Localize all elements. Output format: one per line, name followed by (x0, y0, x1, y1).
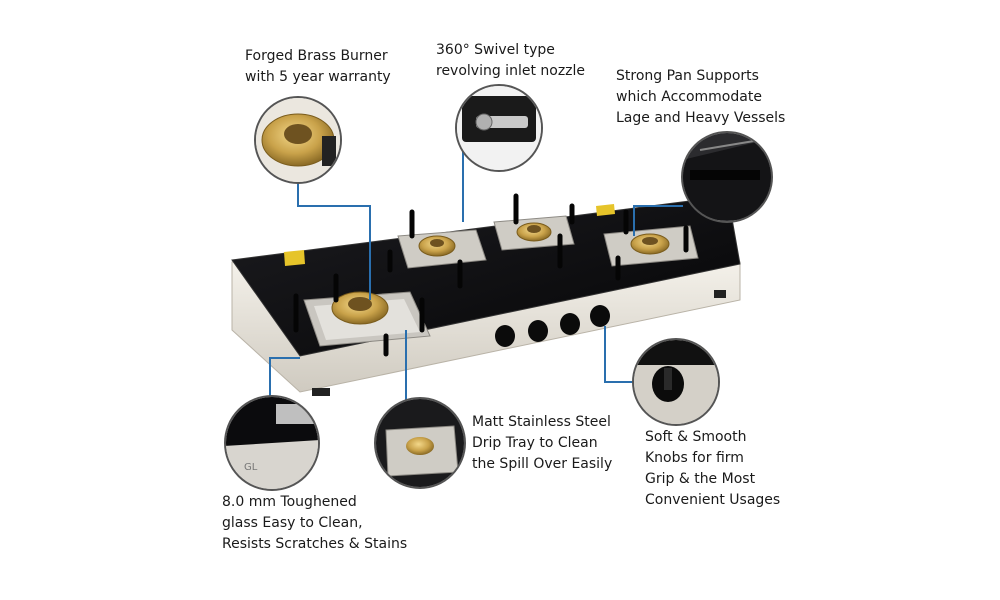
drip-tray-feature-label: Matt Stainless Steel Drip Tray to Clean … (472, 412, 612, 475)
drip-tray-icon (374, 397, 466, 489)
knob-4 (590, 305, 610, 327)
glass-label-line-3: Resists Scratches & Stains (222, 536, 408, 552)
pan-support-icon (681, 131, 773, 223)
knobs-label-line-3: Grip & the Most (645, 471, 756, 487)
burner-label-line-1: Forged Brass Burner (245, 48, 388, 64)
glass-label-line-1: 8.0 mm Toughened (222, 494, 357, 510)
knob-icon (632, 338, 720, 426)
knobs-feature-label: Soft & Smooth Knobs for firm Grip & the … (645, 427, 780, 511)
pan-label-line-2: which Accommodate (616, 89, 762, 105)
knob-1 (495, 325, 515, 347)
pan-supports (293, 193, 689, 357)
nozzle-label-line-1: 360° Swivel type (436, 42, 555, 58)
glass-label-line-2: glass Easy to Clean, (222, 515, 363, 531)
swivel-nozzle-icon (455, 84, 543, 172)
callout-lines (269, 144, 683, 400)
brass-burner-icon (254, 96, 342, 184)
svg-text:GL: GL (244, 462, 258, 473)
knobs-label-line-2: Knobs for firm (645, 450, 744, 466)
rear-right-burner (630, 233, 670, 255)
burner-feature-label: Forged Brass Burner with 5 year warranty (245, 46, 391, 88)
control-knobs (495, 305, 610, 347)
toughened-glass-icon: GL (224, 395, 320, 491)
knobs-label-line-1: Soft & Smooth (645, 429, 747, 445)
stove-foot-right (714, 290, 726, 298)
pan-label-line-1: Strong Pan Supports (616, 68, 759, 84)
knob-3 (560, 313, 580, 335)
stove-foot-left (312, 388, 330, 396)
knob-2 (528, 320, 548, 342)
glass-feature-label: 8.0 mm Toughened glass Easy to Clean, Re… (222, 492, 407, 555)
pan-label-line-3: Lage and Heavy Vessels (616, 110, 786, 126)
front-left-burner (331, 291, 389, 325)
warning-sticker (284, 204, 615, 266)
burner-label-line-2: with 5 year warranty (245, 69, 391, 85)
nozzle-feature-label: 360° Swivel type revolving inlet nozzle (436, 40, 585, 82)
rear-middle-burner (516, 222, 552, 242)
rear-left-burner (418, 235, 456, 257)
nozzle-label-line-2: revolving inlet nozzle (436, 63, 586, 79)
drip-label-line-3: the Spill Over Easily (472, 456, 613, 472)
pan-supports-feature-label: Strong Pan Supports which Accommodate La… (616, 66, 785, 129)
drip-label-line-1: Matt Stainless Steel (472, 414, 611, 430)
drip-label-line-2: Drip Tray to Clean (472, 435, 598, 451)
knobs-label-line-4: Convenient Usages (645, 492, 781, 508)
